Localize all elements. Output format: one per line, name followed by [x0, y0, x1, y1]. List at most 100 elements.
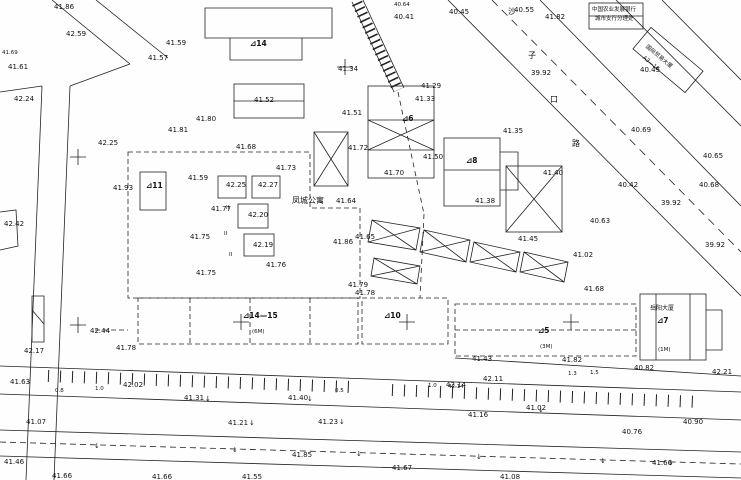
building-dashed: [454, 303, 637, 357]
compound-name: 凤城公寓: [292, 196, 324, 205]
spot-elevation: 42.11: [483, 375, 504, 383]
building-dashed: [361, 297, 449, 345]
spot-elevation: 41.35: [503, 127, 524, 135]
spot-elevation: 41.66: [152, 473, 173, 480]
building-x: [370, 257, 421, 285]
spot-elevation: (3M): [540, 344, 553, 350]
road-name-char: 子: [528, 51, 536, 60]
spot-elevation: 41.16: [468, 411, 489, 419]
spot-elevation: 1.3: [568, 371, 577, 377]
spot-elevation: 41.07: [26, 418, 47, 426]
spot-elevation: 40.65: [703, 152, 724, 160]
spot-elevation: 42.14: [448, 384, 464, 390]
spot-elevation: 41.86: [333, 238, 354, 246]
spot-elevation: 42.19: [253, 241, 274, 249]
spot-elevation: (6M): [252, 329, 265, 335]
spot-elevation: 41.45: [518, 235, 539, 243]
spot-elevation: 41.93: [113, 184, 134, 192]
spot-elevation: 40.42: [618, 181, 639, 189]
spot-elevation: (1M): [658, 347, 671, 353]
building-outline: [237, 203, 269, 229]
spot-elevation: 42.24: [14, 95, 35, 103]
corner-road-edge: [615, 0, 741, 127]
flow-arrow: ↓: [232, 446, 238, 454]
spot-elevation: 41.85: [292, 451, 313, 459]
spot-elevation: 41.81: [168, 126, 189, 134]
trade-building-box: [632, 26, 704, 94]
spot-elevation: 42.20: [248, 211, 269, 219]
spot-elevation: II: [224, 231, 228, 237]
spot-elevation: 40.41: [394, 13, 415, 21]
bank-box-label: 中国农业发展银行: [592, 7, 637, 13]
spot-elevation: 1.0: [95, 386, 104, 392]
spot-elevation: 41.59: [166, 39, 187, 47]
spot-elevation: 41.66: [52, 472, 73, 480]
flow-arrow: ↓: [538, 406, 544, 414]
spot-elevation: 0.5: [335, 388, 344, 394]
spot-elevation: 41.02: [526, 404, 547, 412]
spot-elevation: 40.55: [514, 6, 535, 14]
spot-elevation: II: [229, 252, 233, 258]
spot-elevation: 41.78: [355, 289, 376, 297]
spot-elevation: 41.78: [116, 344, 137, 352]
grid-cross: [70, 59, 579, 333]
spot-elevation: 39.92: [705, 241, 726, 249]
spot-elevation: 40.64: [394, 2, 410, 8]
spot-elevation: 41.57: [148, 54, 169, 62]
building-outline: [367, 85, 435, 179]
spot-elevation: 42.17: [24, 347, 45, 355]
spot-elevation: 41.73: [276, 164, 297, 172]
spot-elevation: 41.69: [2, 50, 18, 56]
spot-elevation: 41.72: [348, 144, 369, 152]
spot-elevation: 42.59: [66, 30, 87, 38]
spot-elevation: 41.79: [348, 281, 369, 289]
spot-elevation: 41.86: [54, 3, 75, 11]
road-curb: [0, 393, 741, 421]
spot-elevation: 41.63: [10, 378, 31, 386]
flow-arrow: ↓: [476, 453, 482, 461]
spot-elevation: 41.76: [266, 261, 287, 269]
spot-elevation: 41.33: [415, 95, 436, 103]
spot-elevation: 41.38: [475, 197, 496, 205]
flow-arrow: ↓: [307, 395, 313, 403]
building-label: ⊿6: [402, 114, 414, 123]
spot-elevation: 42.25: [226, 181, 247, 189]
building-outline: [443, 137, 501, 207]
spot-elevation: 41.70: [384, 169, 405, 177]
spot-elevation: II: [226, 205, 230, 211]
building-outline: [217, 175, 247, 199]
spot-elevation: 41.50: [423, 153, 444, 161]
building-outline: [139, 171, 167, 211]
spot-elevation: 42.27: [258, 181, 279, 189]
spot-elevation: 41.77: [211, 205, 232, 213]
spot-elevation: 41.55: [242, 473, 263, 480]
spot-elevation: 41.40: [288, 394, 309, 402]
spot-elevation: 40.82: [634, 364, 655, 372]
flow-arrow: ↓: [249, 419, 255, 427]
spot-elevation: 41.61: [8, 63, 29, 71]
spot-elevation: 41.64: [336, 197, 357, 205]
spot-elevation: 41.68: [236, 143, 257, 151]
building-name: 岳阳大厦: [650, 305, 675, 312]
spot-elevation: 41.52: [254, 96, 275, 104]
spot-elevation: 41.68: [584, 285, 605, 293]
road-name-char: 沙: [508, 7, 516, 16]
spot-elevation: 41.75: [190, 233, 211, 241]
flow-arrow: ↓: [94, 442, 100, 450]
building-label: ⊿11: [146, 181, 163, 190]
spot-elevation: 41.51: [342, 109, 363, 117]
building-label: ⊿14: [250, 39, 267, 48]
spot-elevation: 40.69: [631, 126, 652, 134]
spot-elevation: 42.44: [90, 327, 111, 335]
spot-elevation: 41.66: [652, 459, 673, 467]
flow-arrow: ↓: [339, 418, 345, 426]
spot-elevation: 42.42: [4, 220, 25, 228]
road-edge: [51, 0, 169, 87]
spot-elevation: 40.45: [449, 8, 470, 16]
spot-elevation: 40.76: [622, 428, 643, 436]
building-x: [367, 219, 421, 251]
road-median-dashed: [0, 441, 741, 465]
building-label: ⊿8: [466, 156, 478, 165]
building-label: ⊿5: [538, 326, 550, 335]
spot-elevation: 41.82: [562, 356, 583, 364]
